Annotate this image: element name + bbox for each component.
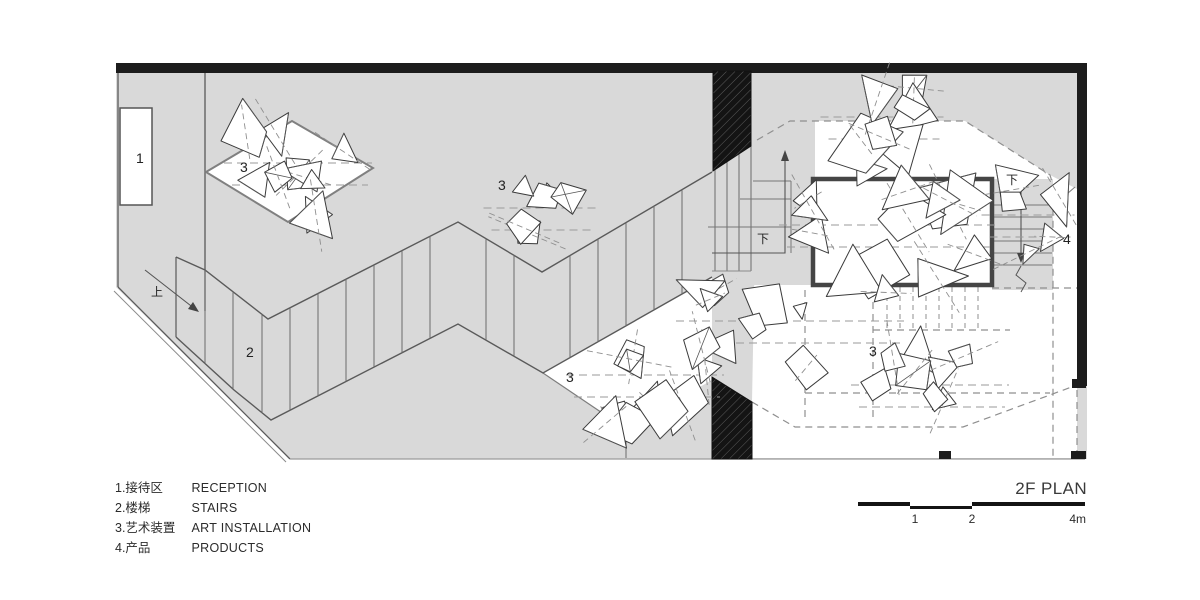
plan-label-3: 3 [240, 159, 248, 175]
legend-en-reception: RECEPTION [191, 481, 268, 495]
scale-bar-segment-2 [910, 506, 972, 509]
plan-label-4: 4 [1063, 231, 1071, 247]
plan-label-下: 下 [757, 232, 769, 246]
scale-tick-4m: 4m [1069, 512, 1086, 526]
legend-zh-reception: 1.接待区 [115, 481, 163, 495]
legend-en-stairs: STAIRS [191, 501, 238, 515]
art-installation-wireframe [981, 164, 1078, 270]
art-installation-wireframe [566, 329, 724, 449]
column-marker [1071, 451, 1086, 459]
plan-label-上: 上 [151, 285, 163, 299]
plan-label-3: 3 [498, 177, 506, 193]
legend-row-products: 4.产品 PRODUCTS [115, 538, 311, 558]
legend-row-reception: 1.接待区 RECEPTION [115, 478, 311, 498]
legend-row-art-installation: 3.艺术装置 ART INSTALLATION [115, 518, 311, 538]
stairs-group [144, 145, 1052, 421]
up-entry-arrowhead [188, 302, 199, 312]
legend-row-stairs: 2.楼梯 STAIRS [115, 498, 311, 518]
plan-label-1: 1 [136, 150, 144, 166]
art-installation-wireframe [220, 97, 373, 252]
plan-title-label: 2F PLAN [1015, 479, 1087, 498]
legend-en-products: PRODUCTS [191, 541, 265, 555]
column-marker [939, 451, 951, 459]
art-installations-group [220, 60, 1078, 449]
legend-zh-stairs: 2.楼梯 [115, 501, 151, 515]
plan-label-3: 3 [869, 343, 877, 359]
plan-label-下: 下 [1006, 173, 1018, 187]
art-installation-wireframe [675, 273, 912, 407]
scale-bar-segment-1 [858, 502, 910, 506]
scale-tick-1: 1 [911, 512, 919, 526]
scale-tick-2: 2 [968, 512, 976, 526]
art-installation-wireframe [483, 174, 597, 250]
legend-zh-art-installation: 3.艺术装置 [115, 521, 176, 535]
plan-label-3: 3 [566, 369, 574, 385]
hatched-wall-bottom [711, 376, 753, 460]
legend: 1.接待区 RECEPTION 2.楼梯 STAIRS 3.艺术装置 ART I… [115, 478, 311, 558]
reception-desk [119, 107, 153, 206]
scale-bar-segment-3 [972, 502, 1085, 506]
legend-en-art-installation: ART INSTALLATION [191, 521, 312, 535]
right-wall [1077, 63, 1087, 386]
column-marker [1072, 379, 1086, 388]
plan-label-2: 2 [246, 344, 254, 360]
up-arrowhead [781, 150, 789, 161]
legend-zh-products: 4.产品 [115, 541, 151, 555]
art-installation-wireframe [851, 320, 1009, 434]
top-wall [116, 63, 1087, 73]
hatched-wall-top [712, 70, 752, 172]
art-installation-wireframe [820, 60, 944, 187]
art-installation-wireframe [779, 164, 1005, 313]
